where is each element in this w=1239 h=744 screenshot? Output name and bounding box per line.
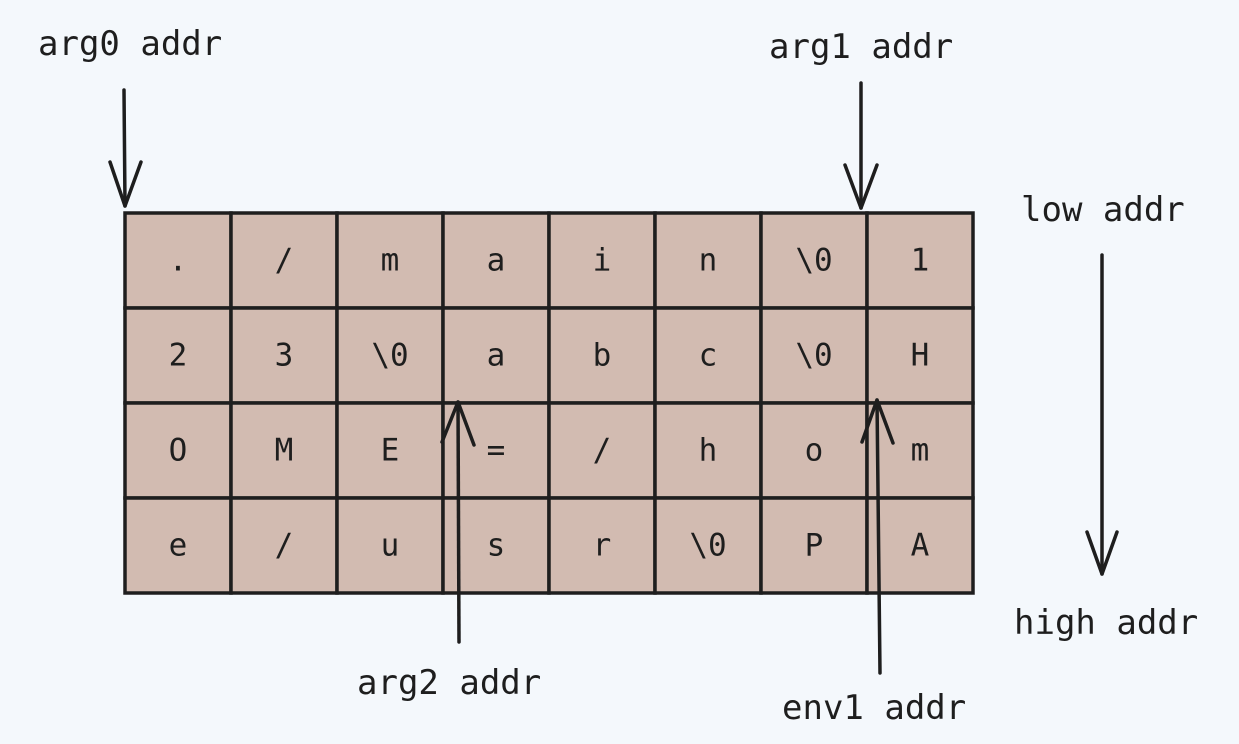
memory-cell-char: H xyxy=(911,338,930,374)
memory-cell: P xyxy=(759,496,869,595)
memory-cell: H xyxy=(865,306,975,405)
memory-cell: s xyxy=(441,496,551,595)
memory-cell: n xyxy=(653,211,763,310)
memory-cell: m xyxy=(335,211,445,310)
memory-cell-char: h xyxy=(699,433,718,469)
memory-cell-char: = xyxy=(487,433,506,469)
memory-cell: 1 xyxy=(865,211,975,310)
memory-cell-box xyxy=(335,401,445,500)
memory-cell-char: 3 xyxy=(275,338,294,374)
memory-cell-char: M xyxy=(275,433,294,469)
memory-cell: o xyxy=(759,401,869,500)
memory-cell-char: / xyxy=(275,528,294,564)
memory-cell-char: m xyxy=(381,243,400,279)
memory-cell-char: i xyxy=(593,243,612,279)
memory-cell-box xyxy=(865,306,975,405)
memory-cell-box xyxy=(229,496,339,595)
memory-cell-char: r xyxy=(593,528,612,564)
memory-cell-char: m xyxy=(911,433,930,469)
arg0-arrow xyxy=(108,88,143,208)
memory-cell: e xyxy=(123,496,233,595)
memory-cell-box xyxy=(123,211,233,310)
memory-cell-box xyxy=(441,401,551,500)
memory-cell-char: n xyxy=(699,243,718,279)
memory-cell-box xyxy=(229,306,339,405)
memory-cell-char: \0 xyxy=(371,338,408,374)
memory-cell: . xyxy=(123,211,233,310)
memory-cell-char: \0 xyxy=(795,338,832,374)
memory-cell: a xyxy=(441,211,551,310)
memory-cell-box xyxy=(865,211,975,310)
memory-cell-char: c xyxy=(699,338,718,374)
memory-cell-char: e xyxy=(169,528,188,564)
memory-cell: \0 xyxy=(759,306,869,405)
memory-cell-char: P xyxy=(805,528,824,564)
memory-cell-box xyxy=(653,211,763,310)
arg2-arrow xyxy=(440,400,476,644)
memory-cell: / xyxy=(229,496,339,595)
arg0-label: arg0 addr xyxy=(38,24,222,64)
env1-label: env1 addr xyxy=(782,688,966,728)
memory-cell: = xyxy=(441,401,551,500)
memory-cell-char: u xyxy=(381,528,400,564)
memory-cell-char: a xyxy=(487,243,506,279)
memory-cell-box xyxy=(865,496,975,595)
memory-cell-char: 1 xyxy=(911,243,930,279)
memory-cell-char: s xyxy=(487,528,506,564)
address-direction-arrow xyxy=(1085,253,1119,576)
memory-cell: / xyxy=(229,211,339,310)
arg2-label: arg2 addr xyxy=(357,663,541,703)
memory-cell-char: / xyxy=(593,433,612,469)
memory-cell-box xyxy=(653,306,763,405)
memory-cell: a xyxy=(441,306,551,405)
memory-cell: \0 xyxy=(335,306,445,405)
memory-cell-char: o xyxy=(805,433,824,469)
memory-cell: \0 xyxy=(653,496,763,595)
env1-arrow xyxy=(860,398,895,675)
memory-cell: b xyxy=(547,306,657,405)
memory-cell: c xyxy=(653,306,763,405)
memory-cell: 2 xyxy=(123,306,233,405)
memory-cell-box xyxy=(441,496,551,595)
memory-cell: h xyxy=(653,401,763,500)
memory-cell-char: \0 xyxy=(795,243,832,279)
memory-cell-box xyxy=(123,401,233,500)
memory-cell-box xyxy=(547,496,657,595)
memory-cell-box xyxy=(441,306,551,405)
memory-cell-char: 2 xyxy=(169,338,188,374)
high-addr-label: high addr xyxy=(1014,603,1198,643)
memory-cell-box xyxy=(653,496,763,595)
memory-cell-char: \0 xyxy=(689,528,726,564)
low-addr-label: low addr xyxy=(1021,190,1185,230)
memory-cell-char: E xyxy=(381,433,400,469)
memory-cell: / xyxy=(547,401,657,500)
memory-cell: 3 xyxy=(229,306,339,405)
arg1-label: arg1 addr xyxy=(769,27,953,67)
memory-cell-char: O xyxy=(169,433,188,469)
memory-cell: M xyxy=(229,401,339,500)
arg1-arrow xyxy=(843,81,879,210)
memory-cell: A xyxy=(865,496,975,595)
memory-cell: i xyxy=(547,211,657,310)
memory-cell-char: / xyxy=(275,243,294,279)
memory-cell-char: b xyxy=(593,338,612,374)
memory-cell-char: A xyxy=(911,528,930,564)
memory-cell-char: . xyxy=(169,243,188,279)
memory-cell: r xyxy=(547,496,657,595)
memory-cell: \0 xyxy=(759,211,869,310)
memory-cell: u xyxy=(335,496,445,595)
memory-cell-char: a xyxy=(487,338,506,374)
memory-cell: O xyxy=(123,401,233,500)
memory-cell: E xyxy=(335,401,445,500)
